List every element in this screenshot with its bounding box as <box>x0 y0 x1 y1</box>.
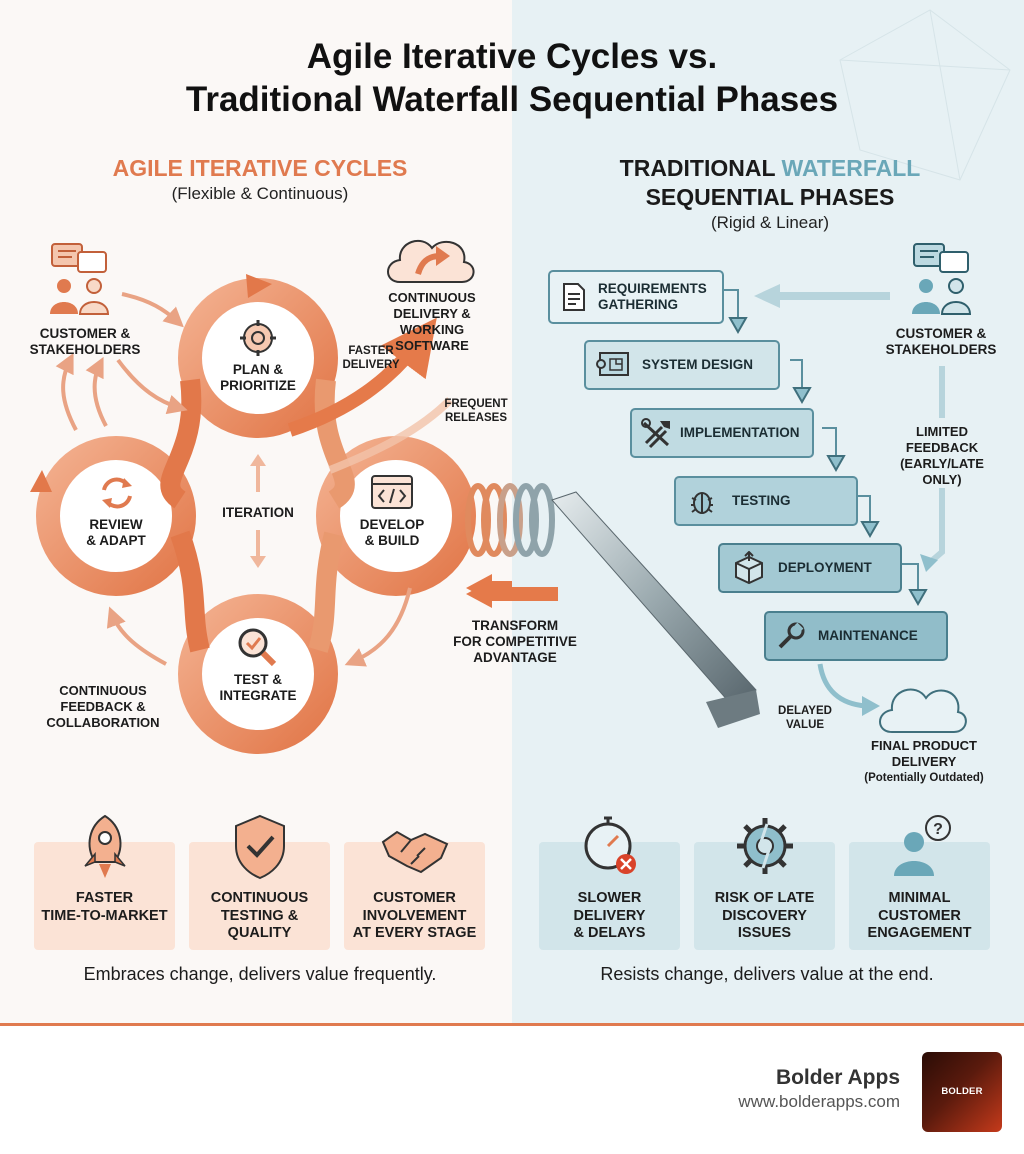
waterfall-customer-label: CUSTOMER &STAKEHOLDERS <box>885 326 997 357</box>
cloud-icon <box>879 688 967 733</box>
customer-icon <box>50 243 110 315</box>
iteration-label: ITERATION <box>222 505 294 520</box>
waterfall-heading-line1: TRADITIONAL WATERFALL <box>619 155 921 181</box>
code-window-icon <box>371 475 413 509</box>
phase-deployment: DEPLOYMENT <box>718 543 902 593</box>
blueprint-icon <box>596 352 629 376</box>
phase-implementation: IMPLEMENTATION <box>630 408 814 458</box>
agile-cycle-diagram <box>30 274 512 754</box>
agile-customer-label: CUSTOMER &STAKEHOLDERS <box>29 326 141 357</box>
bug-icon <box>691 492 713 514</box>
develop-build-label: DEVELOP& BUILD <box>359 517 425 548</box>
spring-and-beam-illustration <box>465 483 760 728</box>
agile-heading: AGILE ITERATIVE CYCLES <box>112 155 408 181</box>
agile-tagline: Embraces change, delivers value frequent… <box>83 964 437 984</box>
phase-system-design: SYSTEM DESIGN <box>584 340 780 390</box>
magnifier-check-icon <box>238 628 277 667</box>
waterfall-tagline: Resists change, delivers value at the en… <box>600 964 934 984</box>
waterfall-connectors <box>720 289 928 607</box>
brand-name: Bolder Apps <box>775 1066 900 1089</box>
test-integrate-label: TEST &INTEGRATE <box>219 672 297 703</box>
brand-logo: BOLDER <box>922 1052 1002 1132</box>
gear-target-icon <box>240 320 276 356</box>
svg-text:?: ? <box>933 821 943 838</box>
delivery-arrow <box>287 317 437 437</box>
refresh-icon <box>102 477 132 509</box>
limited-feedback-arrows <box>754 284 945 572</box>
plan-prioritize-label: PLAN &PRIORITIZE <box>220 362 296 393</box>
tools-icon <box>641 418 670 449</box>
main-title-line2: Traditional Waterfall Sequential Phases <box>185 80 839 119</box>
footer-divider <box>0 1023 1024 1026</box>
transform-arrow <box>466 580 558 608</box>
cycle-rings <box>30 274 476 754</box>
brand-url[interactable]: www.bolderapps.com <box>738 1092 900 1111</box>
waterfall-customer-icon <box>912 243 972 315</box>
footer <box>0 1026 1024 1154</box>
user-question-icon: ? <box>893 815 951 876</box>
shield-check-icon <box>234 814 285 880</box>
cloud-upload-icon <box>387 239 475 283</box>
document-icon <box>563 283 585 311</box>
stopwatch-icon <box>584 816 636 874</box>
iteration-arrow <box>250 454 266 568</box>
waterfall-subtitle: (Rigid & Linear) <box>710 213 830 232</box>
decorative-lines <box>839 9 1011 181</box>
broken-gear-icon <box>736 818 793 874</box>
waterfall-heading-line2: SEQUENTIAL PHASES <box>645 184 895 210</box>
handshake-icon <box>381 830 448 874</box>
phase-maintenance: MAINTENANCE <box>764 611 948 661</box>
delayed-value-arrow <box>817 663 880 716</box>
rocket-icon <box>83 814 126 878</box>
review-adapt-label: REVIEW& ADAPT <box>86 517 146 548</box>
agile-subtitle: (Flexible & Continuous) <box>171 184 349 203</box>
main-title-line1: Agile Iterative Cycles vs. <box>306 37 718 76</box>
wrench-icon <box>778 622 805 649</box>
phase-testing: TESTING <box>674 476 858 526</box>
box-icon <box>735 551 763 585</box>
